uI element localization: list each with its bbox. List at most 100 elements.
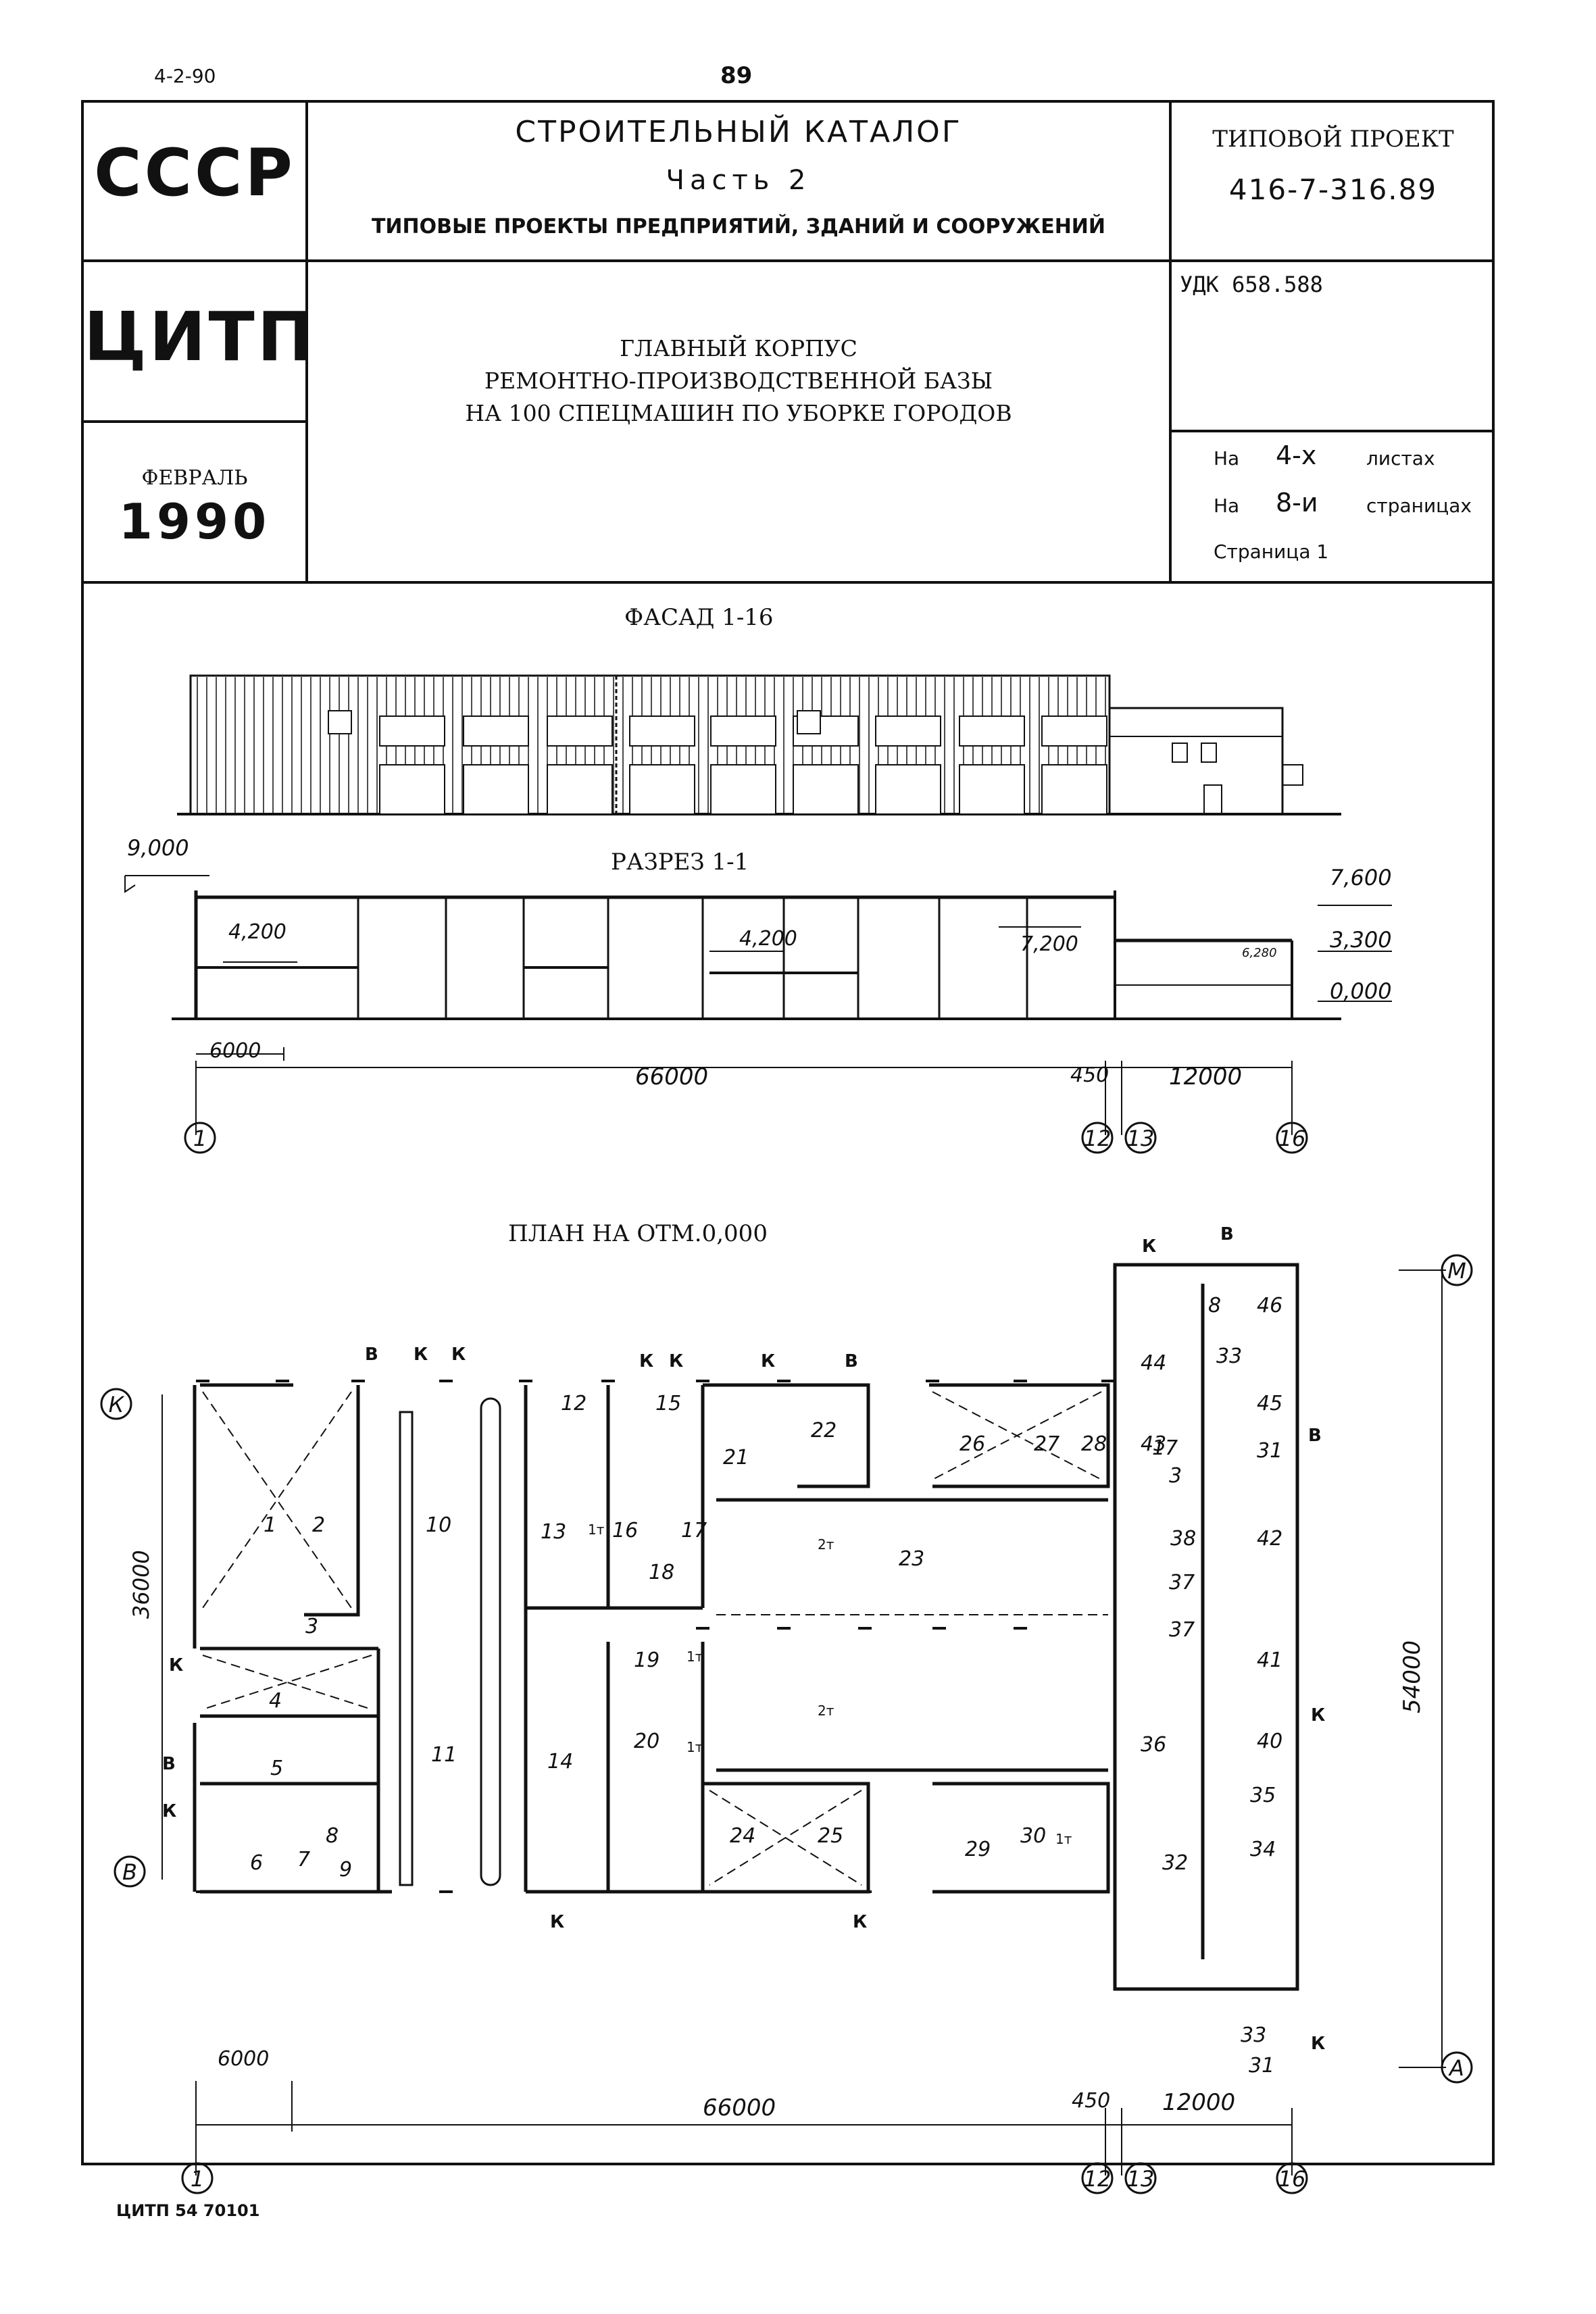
catalog-title: СТРОИТЕЛЬНЫЙ КАТАЛОГ <box>515 115 962 149</box>
facade-window <box>710 715 776 747</box>
utility-mark: К <box>550 1912 565 1932</box>
catalog-part: Часть 2 <box>666 165 812 196</box>
room-number: 21 <box>723 1446 749 1469</box>
room-number: 36 <box>1141 1733 1167 1757</box>
room-number: 12 <box>561 1392 587 1415</box>
dim-bay-plan: 6000 <box>218 2047 270 2071</box>
utility-mark: К <box>853 1912 868 1932</box>
room-number: 17 <box>1152 1436 1178 1460</box>
room-number: 8 <box>1208 1294 1222 1317</box>
org-ussr: СССР <box>94 135 295 211</box>
utility-mark: К <box>414 1344 428 1365</box>
building-title-line-3: НА 100 СПЕЦМАШИН ПО УБОРКЕ ГОРОДОВ <box>465 400 1012 426</box>
room-number: 4 <box>269 1689 282 1713</box>
title-divider-right <box>1169 100 1172 584</box>
axis-13-section: 13 <box>1126 1126 1155 1151</box>
dim-main-section: 66000 <box>635 1063 709 1090</box>
facade-title: ФАСАД 1-16 <box>624 604 774 631</box>
room-number: 5 <box>270 1757 284 1780</box>
project-number: 416-7-316.89 <box>1228 173 1438 206</box>
room-number: 11 <box>431 1743 457 1767</box>
title-row-line-2 <box>81 420 308 423</box>
axis-16-section: 16 <box>1278 1126 1306 1151</box>
room-number: 28 <box>1081 1432 1107 1456</box>
elev-mezz-3: 7,200 <box>1020 932 1078 956</box>
facade-gate <box>875 764 941 815</box>
facade-lattice-window <box>797 710 821 734</box>
facade-window <box>379 715 445 747</box>
axis-13-plan: 13 <box>1126 2166 1155 2192</box>
facade-gate <box>959 764 1025 815</box>
room-number: 15 <box>655 1392 682 1415</box>
crane-capacity-mark: 2т <box>818 1536 834 1553</box>
room-number: 31 <box>1249 2054 1275 2078</box>
room-number: 24 <box>730 1824 756 1848</box>
catalog-subtitle: ТИПОВЫЕ ПРОЕКТЫ ПРЕДПРИЯТИЙ, ЗДАНИЙ И СО… <box>371 215 1106 238</box>
elev-left-top: 9,000 <box>127 835 189 861</box>
room-number: 33 <box>1216 1344 1243 1368</box>
facade-window <box>463 715 529 747</box>
utility-mark: К <box>169 1655 184 1676</box>
axis-1-section: 1 <box>193 1126 207 1151</box>
utility-mark: К <box>1311 2034 1326 2054</box>
room-number: 44 <box>1141 1351 1167 1375</box>
room-number: 22 <box>811 1419 837 1442</box>
room-number: 38 <box>1170 1527 1197 1551</box>
print-date: 4-2-90 <box>154 65 216 87</box>
utility-mark: К <box>162 1801 177 1821</box>
axis-1-plan: 1 <box>190 2166 205 2192</box>
room-number: 23 <box>899 1547 925 1571</box>
plan-title: ПЛАН НА ОТМ.0,000 <box>508 1220 768 1247</box>
crane-capacity-mark: 1т <box>687 1649 703 1665</box>
axis-M-plan: М <box>1447 1258 1466 1284</box>
axis-12-section: 12 <box>1083 1126 1112 1151</box>
room-number: 45 <box>1257 1392 1283 1415</box>
room-number: 41 <box>1257 1649 1283 1672</box>
room-number: 13 <box>541 1520 567 1544</box>
room-number: 27 <box>1034 1432 1060 1456</box>
sheets-count: 4-х <box>1276 441 1317 470</box>
facade-window <box>629 715 695 747</box>
page-label: Страница 1 <box>1214 540 1329 563</box>
crane-capacity-mark: 1т <box>588 1521 605 1538</box>
dim-plan-left: 36000 <box>128 1550 154 1619</box>
facade-gate <box>793 764 859 815</box>
dim-main-plan: 66000 <box>703 2094 776 2121</box>
room-number: 2 <box>312 1513 326 1537</box>
utility-mark: В <box>365 1344 378 1365</box>
title-block-bottom <box>81 581 1495 584</box>
footer-code: ЦИТП 54 70101 <box>116 2201 260 2220</box>
room-number: 32 <box>1162 1851 1189 1875</box>
elev-right-top: 7,600 <box>1330 865 1392 890</box>
room-number: 8 <box>326 1824 339 1848</box>
room-number: 31 <box>1257 1439 1283 1463</box>
section-title: РАЗРЕЗ 1-1 <box>611 849 749 876</box>
dim-annex-plan: 12000 <box>1162 2089 1236 2116</box>
utility-mark: В <box>1220 1224 1234 1244</box>
axis-A-plan: А <box>1449 2055 1464 2081</box>
room-number: 17 <box>681 1519 707 1542</box>
elev-right-mid: 3,300 <box>1330 927 1392 953</box>
crane-capacity-mark: 1т <box>687 1739 703 1755</box>
room-number: 1 <box>264 1513 277 1537</box>
utility-mark: К <box>761 1351 776 1372</box>
room-number: 42 <box>1257 1527 1283 1551</box>
room-number: 33 <box>1241 2023 1267 2047</box>
facade-gate <box>1041 764 1107 815</box>
facade-gate <box>629 764 695 815</box>
room-number: 7 <box>297 1848 311 1871</box>
utility-mark: В <box>1308 1426 1322 1446</box>
room-number: 43 <box>1141 1432 1167 1456</box>
utility-mark: К <box>669 1351 684 1372</box>
title-row-line-3 <box>1169 430 1495 432</box>
building-title-line-2: РЕМОНТНО-ПРОИЗВОДСТВЕННОЙ БАЗЫ <box>484 368 993 394</box>
title-divider-left <box>305 100 308 584</box>
facade-gate <box>710 764 776 815</box>
dim-bay-section: 6000 <box>209 1039 261 1063</box>
dim-joint-plan: 450 <box>1072 2089 1111 2113</box>
dim-joint-section: 450 <box>1070 1063 1109 1087</box>
facade-window <box>1041 715 1107 747</box>
room-number: 3 <box>1169 1464 1182 1488</box>
